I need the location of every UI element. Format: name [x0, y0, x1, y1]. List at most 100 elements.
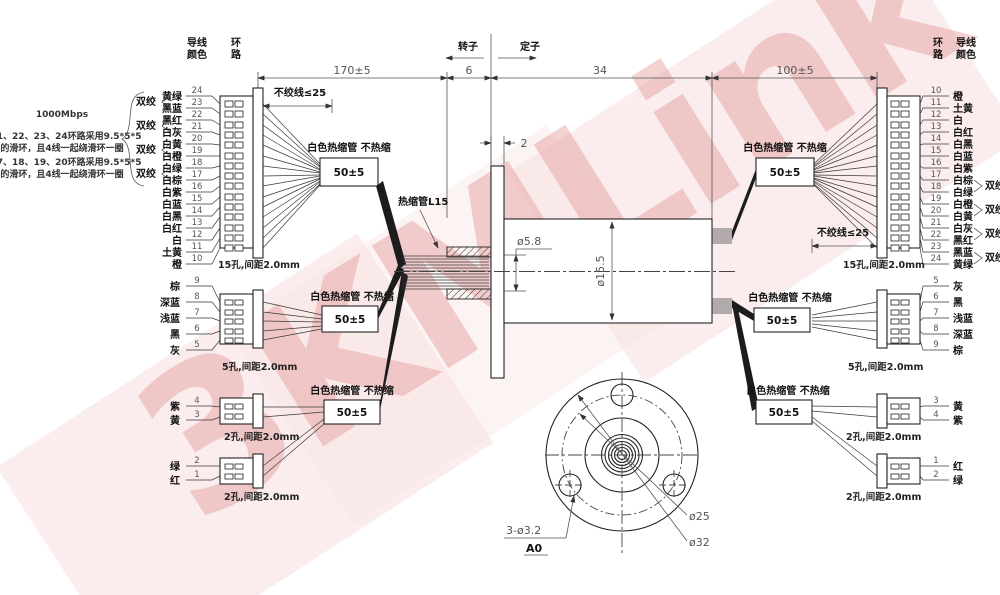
wire-color: 白黑	[953, 138, 973, 151]
wire-color: 黑	[170, 329, 180, 341]
wire-color: 紫	[170, 400, 180, 413]
wire-bundle-stripes-left	[402, 255, 489, 290]
wire-number: 1	[194, 470, 199, 480]
wire-number: 19	[931, 194, 942, 204]
note-1-line-1: 21、22、23、24环路采用9.5*5*5	[0, 130, 141, 142]
wire-color: 棕	[169, 280, 180, 293]
wire-color: 深蓝	[953, 328, 973, 341]
header-wire-color: 导线	[956, 36, 976, 49]
left-15pin-label: 15孔,间距2.0mm	[218, 259, 300, 271]
wire-color: 紫	[953, 414, 963, 427]
wire-number: 24	[931, 254, 942, 264]
cable-bundle	[378, 265, 404, 319]
flange-plate	[490, 165, 505, 379]
note-1-line-2: 的滑环，且4线一起绕滑环一圈	[0, 142, 123, 154]
shrink-note: 白色热缩管 不热缩	[310, 290, 393, 303]
twist-pair-label: 双绞	[985, 179, 1000, 192]
stator-label: 定子	[520, 40, 540, 53]
twist-pair-label: 双绞	[136, 143, 156, 156]
note-2-line-1: 17、18、19、20环路采用9.5*5*5	[0, 156, 141, 168]
wire-number: 17	[192, 170, 203, 180]
wire-number: 3	[933, 396, 938, 406]
left-aux-wire-rows: 9 棕 8 深蓝 7 浅蓝 6 黑 5 灰	[160, 276, 323, 357]
left-column-headers: 导线 颜色 环 路	[187, 36, 242, 61]
wire-color: 白紫	[162, 186, 182, 199]
wire-number: 2	[933, 470, 938, 480]
wire-number: 5	[194, 340, 199, 350]
shrink-note: 白色热缩管 不热缩	[307, 141, 390, 154]
wire-color: 白棕	[953, 174, 973, 187]
wire-color: 白紫	[953, 162, 973, 175]
dim-170: 170±5	[333, 64, 370, 77]
right-aux-wire-rows: 5 灰 6 黑 7 浅蓝 8 深蓝 9 棕	[811, 276, 973, 357]
wire-color: 白灰	[953, 222, 973, 235]
wire-color: 白黑	[162, 210, 182, 223]
wire-number: 10	[192, 254, 203, 264]
wire-number: 3	[194, 410, 199, 420]
wire-color: 黑红	[162, 114, 182, 127]
cable-bundle	[732, 169, 756, 240]
wire-number: 20	[931, 206, 942, 216]
wire-number: 12	[931, 110, 942, 120]
wire-color: 黄	[953, 400, 963, 413]
wire-number: 23	[931, 242, 942, 252]
wire-color: 黑蓝	[953, 246, 973, 259]
cable-bundle	[732, 300, 754, 321]
wire-number: 7	[933, 308, 938, 318]
twist-pair-label: 双绞	[136, 167, 156, 180]
dim-bolt-circle: ø25	[689, 510, 710, 523]
wire-color: 白橙	[162, 150, 183, 163]
shrink-length: 50±5	[334, 167, 365, 179]
twist-pair-label: 双绞	[985, 227, 1000, 240]
wire-color: 黄绿	[162, 90, 183, 103]
wire-color: 白绿	[953, 186, 974, 199]
shrink-note: 白色热缩管 不热缩	[310, 384, 393, 397]
header-wire-color: 导线	[187, 36, 207, 49]
dim-outer-circle: ø32	[689, 536, 710, 549]
left-main-fan	[262, 103, 321, 249]
left-2pin-connector-lower: 2孔,间距2.0mm 2 绿 1 红	[170, 418, 325, 503]
notes-brace	[121, 91, 145, 187]
svg-text:ø15.5: ø15.5	[594, 255, 607, 286]
wire-number: 23	[192, 98, 203, 108]
wire-number: 8	[194, 292, 199, 302]
left-2pin-upper-label: 2孔,间距2.0mm	[224, 431, 299, 443]
wire-number: 15	[192, 194, 203, 204]
wire-number: 22	[931, 230, 942, 240]
wire-number: 13	[931, 122, 942, 132]
wire-color: 黑	[953, 297, 963, 309]
left-2pin-lower-label: 2孔,间距2.0mm	[224, 491, 299, 503]
cable-bundle	[380, 271, 408, 410]
wire-color: 浅蓝	[160, 312, 180, 325]
wire-number: 9	[194, 276, 199, 286]
right-shrink-box-3: 白色热缩管 不热缩 50±5	[746, 384, 830, 425]
wire-number: 16	[192, 182, 203, 192]
right-2pin-connector-lower: 2孔,间距2.0mm 1 红 2 绿	[811, 416, 964, 503]
right-shrink-box-1: 白色热缩管 不热缩 50±5	[743, 141, 827, 187]
wire-color: 绿	[953, 474, 964, 487]
left-2pin-connector-upper: 2孔,间距2.0mm 4 紫 3 黄	[170, 393, 325, 443]
mounting-holes	[555, 383, 689, 500]
wire-color: 黄	[170, 414, 180, 427]
wire-color: 白	[172, 234, 182, 247]
svg-text:不绞线≤25: 不绞线≤25	[817, 226, 869, 239]
wire-number: 5	[933, 276, 938, 286]
wire-number: 11	[192, 242, 203, 252]
wire-number: 12	[192, 230, 203, 240]
wire-number: 11	[931, 98, 942, 108]
header-circuit: 路	[231, 48, 242, 61]
note-speed: 1000Mbps	[36, 110, 88, 120]
header-circuit: 路	[933, 48, 944, 61]
top-dimensions: 170±5 6 34 100±5	[257, 34, 878, 219]
end-view: 3-ø3.2 A0 ø25 ø32	[504, 372, 710, 556]
wire-number: 24	[192, 86, 203, 96]
svg-text:不绞线≤25: 不绞线≤25	[274, 86, 326, 99]
wire-color: 红	[170, 474, 180, 487]
wire-number: 14	[192, 206, 203, 216]
shrink-note: 白色热缩管 不热缩	[748, 291, 831, 304]
wire-number: 4	[933, 410, 938, 420]
right-main-fan	[813, 103, 878, 249]
dim-holes: 3-ø3.2	[506, 524, 541, 537]
